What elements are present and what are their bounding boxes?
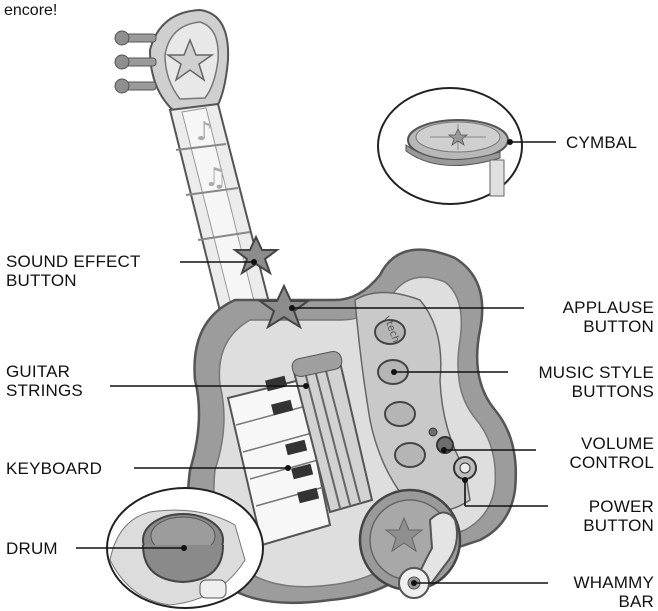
svg-text:♫: ♫ <box>204 163 227 193</box>
sound-effect-label-line2: BUTTON <box>6 271 141 290</box>
volume-label: VOLUME CONTROL <box>569 434 654 472</box>
power-label-line1: POWER <box>583 497 654 516</box>
whammy-label-line2: BAR <box>573 592 654 611</box>
applause-label: APPLAUSE BUTTON <box>563 298 654 336</box>
keyboard-label: KEYBOARD <box>6 459 102 478</box>
guitar-strings-label-line2: STRINGS <box>6 381 83 400</box>
drum-label: DRUM <box>6 539 58 558</box>
volume-label-line1: VOLUME <box>569 434 654 453</box>
cymbal-label: CYMBAL <box>566 133 637 152</box>
music-style-button[interactable] <box>385 402 415 426</box>
music-style-label-line1: MUSIC STYLE <box>538 363 654 382</box>
applause-label-line1: APPLAUSE <box>563 298 654 317</box>
cymbal-inset <box>378 88 522 204</box>
drum-label-line1: DRUM <box>6 539 58 558</box>
cymbal-label-line1: CYMBAL <box>566 133 637 152</box>
music-style-button[interactable] <box>395 443 425 467</box>
music-style-label: MUSIC STYLE BUTTONS <box>538 363 654 401</box>
whammy-label-line1: WHAMMY <box>573 573 654 592</box>
svg-text:♪: ♪ <box>196 117 213 147</box>
whammy-label: WHAMMY BAR <box>573 573 654 611</box>
power-label-line2: BUTTON <box>583 516 654 535</box>
volume-label-line2: CONTROL <box>569 453 654 472</box>
sound-effect-label-line1: SOUND EFFECT <box>6 252 141 271</box>
guitar-strings-label: GUITAR STRINGS <box>6 362 83 400</box>
power-label: POWER BUTTON <box>583 497 654 535</box>
keyboard-label-line1: KEYBOARD <box>6 459 102 478</box>
guitar-strings-label-line1: GUITAR <box>6 362 83 381</box>
music-style-label-line2: BUTTONS <box>538 382 654 401</box>
headstock <box>115 10 228 112</box>
applause-label-line2: BUTTON <box>563 317 654 336</box>
sound-effect-label: SOUND EFFECT BUTTON <box>6 252 141 290</box>
